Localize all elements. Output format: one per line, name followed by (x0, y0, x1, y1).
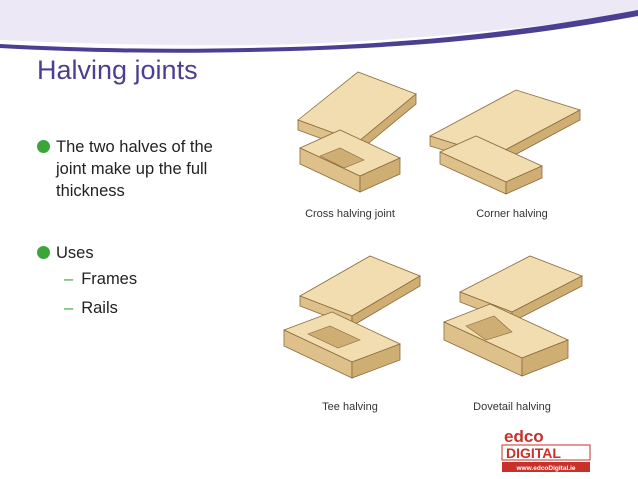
bullet-text: The two halves of the joint make up the … (56, 138, 213, 200)
dovetail-halving-illustration: Dovetail halving (442, 255, 583, 413)
tee-halving-illustration: Tee halving (282, 255, 421, 413)
bullet-dot-icon (37, 140, 50, 153)
page-title: Halving joints (37, 55, 198, 85)
edco-digital-logo: edco DIGITAL www.edcoDigital.ie (501, 427, 591, 472)
dash-icon: – (64, 270, 74, 288)
sub-bullet-text: Frames (81, 270, 138, 288)
dash-icon: – (64, 299, 74, 317)
caption-dovetail: Dovetail halving (473, 401, 551, 413)
sub-bullet-item: –Rails (64, 299, 118, 318)
bullet-text: Uses (56, 244, 94, 262)
logo-url: www.edcoDigital.ie (516, 465, 576, 472)
cross-halving-illustration: Cross halving joint (297, 71, 417, 220)
logo-text-line1: edco (504, 427, 544, 446)
bullet-dot-icon (37, 246, 50, 259)
bullet-item: The two halves of the joint make up the … (37, 136, 241, 202)
sub-bullet-item: –Frames (64, 270, 137, 289)
sub-bullet-text: Rails (81, 299, 118, 317)
caption-tee: Tee halving (322, 401, 378, 413)
bullet-item: Uses (37, 242, 94, 264)
caption-cross: Cross halving joint (305, 208, 395, 220)
logo-text-line2: DIGITAL (506, 445, 561, 461)
corner-halving-illustration: Corner halving (428, 89, 582, 220)
caption-corner: Corner halving (476, 208, 548, 220)
header-wave (0, 0, 638, 53)
joint-illustrations: Cross halving joint Corner halving Tee h… (282, 71, 583, 413)
